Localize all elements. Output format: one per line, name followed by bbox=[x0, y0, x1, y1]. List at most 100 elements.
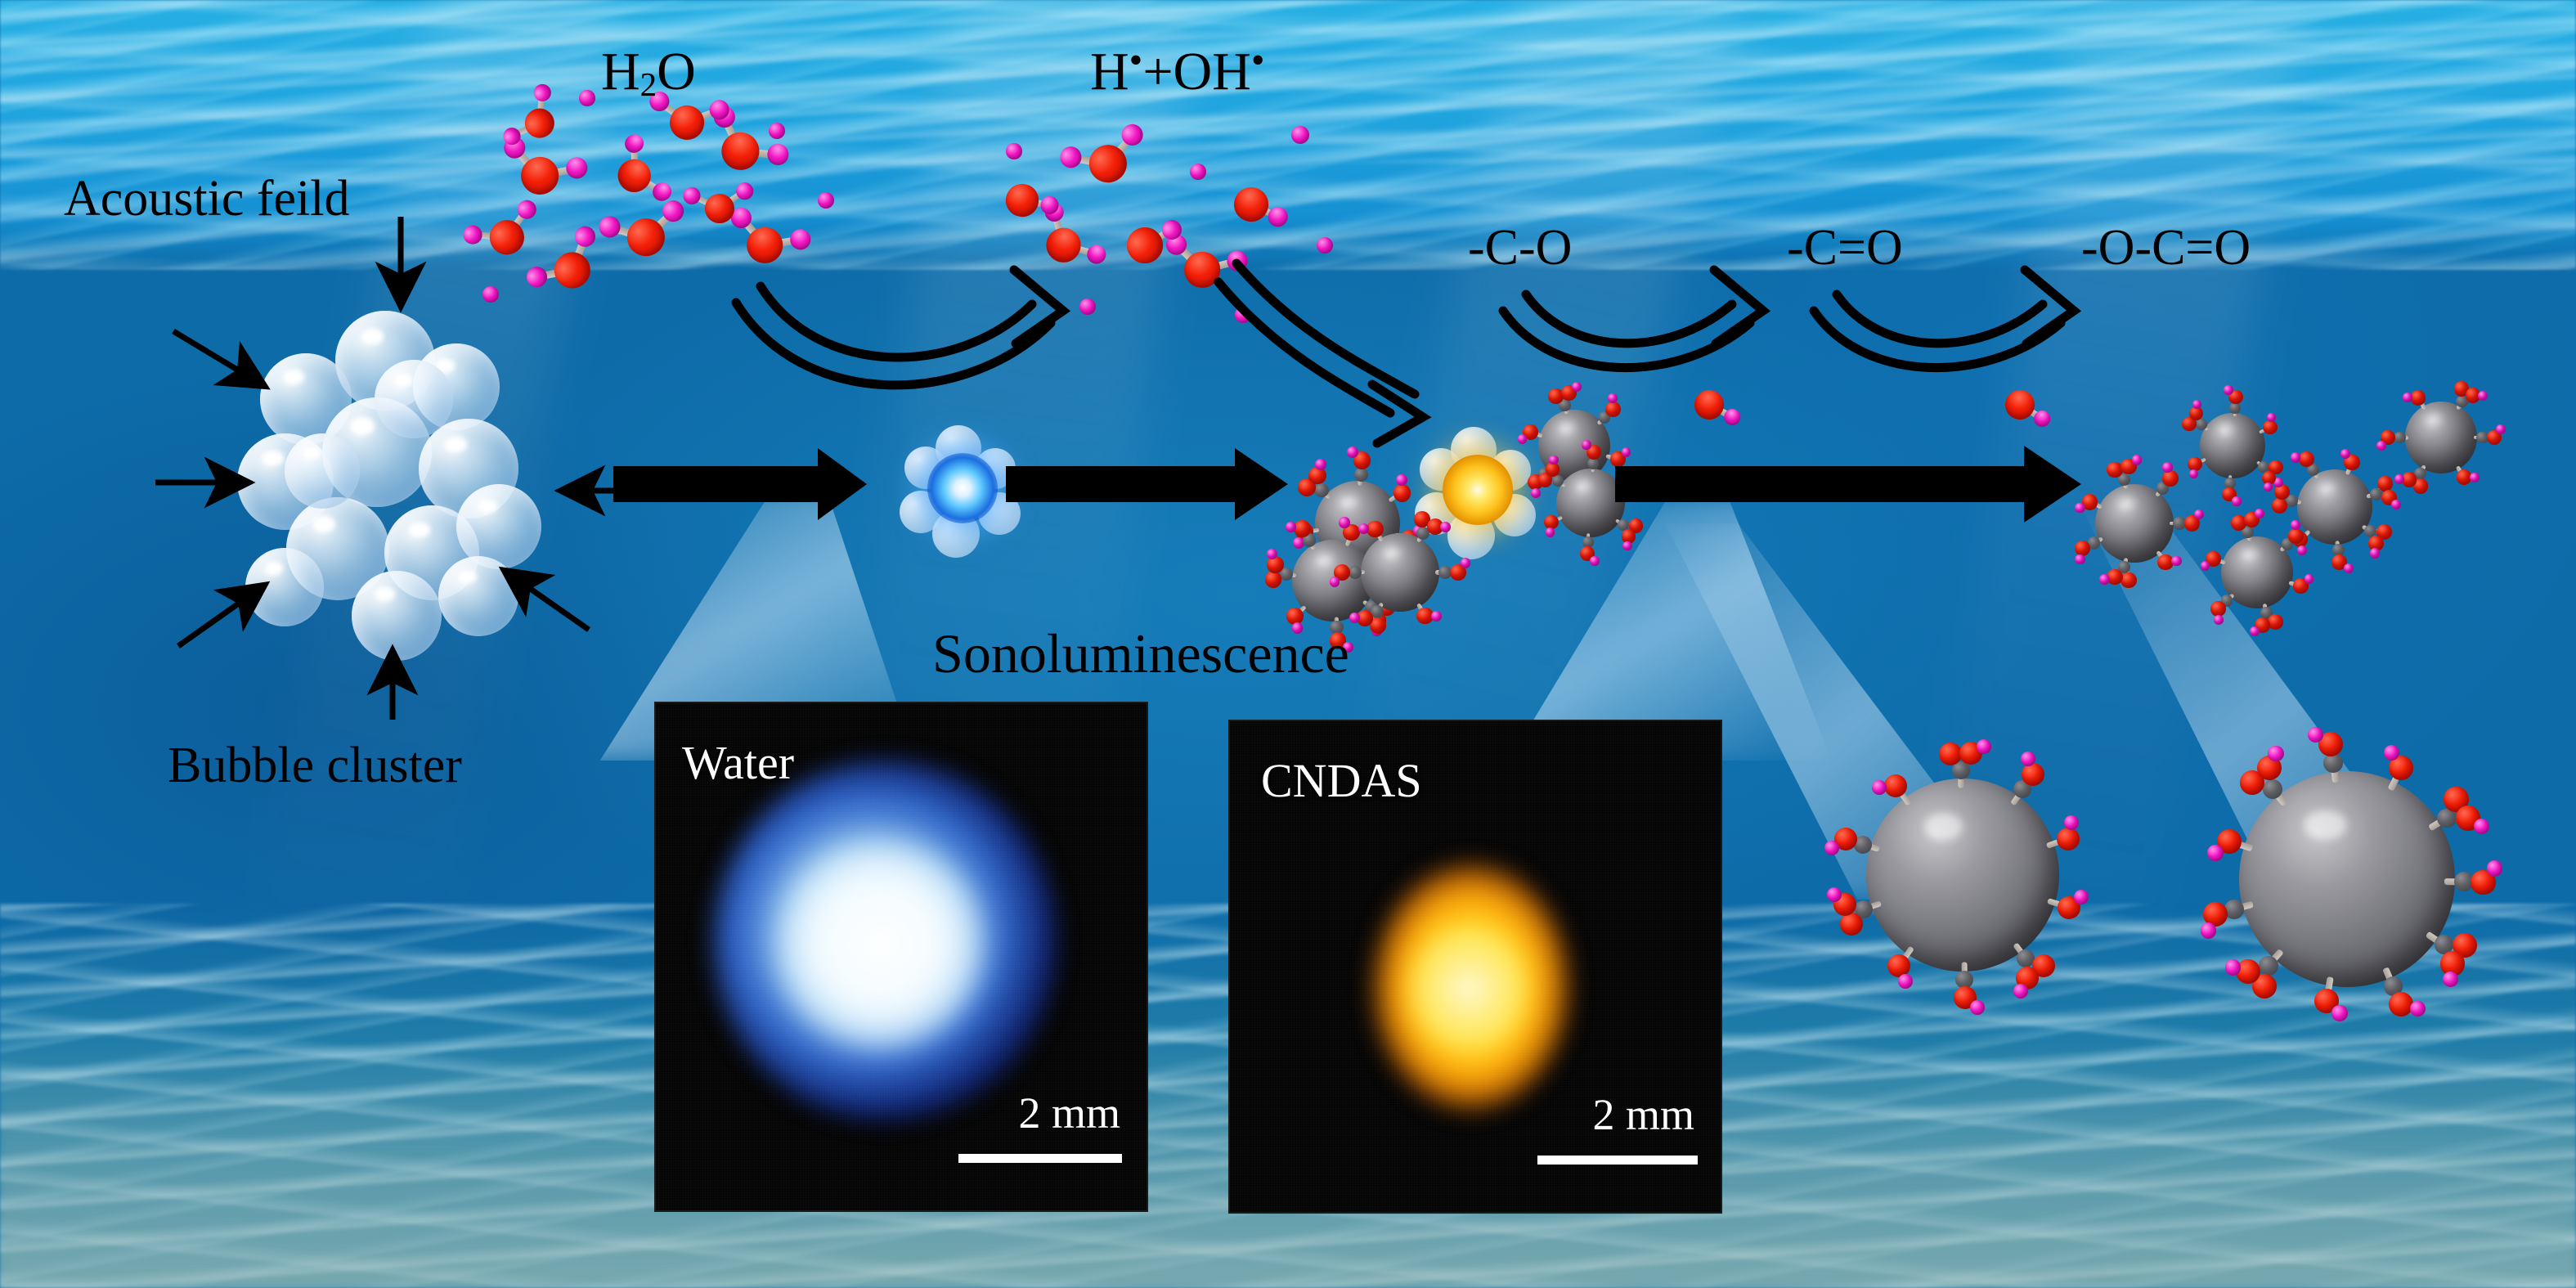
oxygen-atom bbox=[1264, 571, 1282, 589]
hydrogen-atom bbox=[1545, 527, 1555, 537]
carbon-atom bbox=[2013, 780, 2032, 799]
oxygen-atom bbox=[2344, 455, 2360, 471]
hydrogen-atom bbox=[2496, 424, 2506, 434]
carbon-atom bbox=[1314, 482, 1329, 497]
oxygen-atom bbox=[1537, 473, 1553, 488]
hydrogen-atom bbox=[2290, 520, 2300, 531]
carbon-nanodot-particle bbox=[2405, 402, 2477, 473]
carbon-atom bbox=[2087, 536, 2101, 550]
hydrogen-atom bbox=[1291, 622, 1304, 634]
hydrogen-atom bbox=[2263, 482, 2273, 492]
oxygen-atom bbox=[1545, 461, 1560, 477]
cndas-panel: CNDAS 2 mm bbox=[1228, 720, 1722, 1214]
water-panel-title: Water bbox=[682, 736, 795, 789]
carbon-atom bbox=[2434, 934, 2454, 954]
carbon-nanodot-particle bbox=[2239, 771, 2455, 987]
oxygen-atom bbox=[1353, 451, 1371, 470]
label-sonoluminescence: Sonoluminescence bbox=[932, 622, 1349, 684]
bubble-cluster-graphic bbox=[237, 311, 589, 662]
carbon-atom bbox=[1582, 536, 1594, 549]
oxygen-atom bbox=[2188, 406, 2204, 421]
cndas-panel-title: CNDAS bbox=[1261, 754, 1422, 807]
carbon-atom bbox=[2229, 402, 2242, 414]
water-panel-glow-core bbox=[779, 842, 983, 1047]
oxygen-atom bbox=[2269, 460, 2283, 475]
oxygen-atom bbox=[2231, 515, 2246, 531]
oxygen-atom bbox=[1286, 607, 1304, 625]
hydrogen-atom bbox=[2369, 548, 2381, 559]
hydrogen-atom bbox=[2214, 614, 2224, 625]
hydrogen-atom bbox=[1235, 307, 1251, 323]
hydrogen-atom bbox=[1517, 434, 1528, 445]
hydrogen-atom bbox=[1006, 143, 1022, 159]
oxygen-atom bbox=[2210, 601, 2226, 617]
hydrogen-atom bbox=[2021, 751, 2036, 766]
hydrogen-atom bbox=[768, 122, 786, 140]
oxygen-atom bbox=[2273, 484, 2290, 500]
carbon-atom bbox=[1353, 467, 1368, 482]
hydrogen-atom bbox=[2188, 469, 2199, 479]
hydrogen-atom bbox=[1329, 576, 1340, 587]
label-acoustic-field: Acoustic feild bbox=[64, 171, 350, 227]
carbon-atom bbox=[2286, 494, 2299, 507]
carbon-atom bbox=[2456, 395, 2468, 408]
carbon-atom bbox=[1302, 533, 1317, 547]
carbon-atom bbox=[2017, 949, 2035, 968]
carbon-nanodot-particle bbox=[2200, 413, 2265, 478]
hydrogen-atom bbox=[2331, 1005, 2348, 1021]
hydrogen-atom bbox=[2254, 509, 2264, 518]
hydrogen-atom bbox=[1314, 458, 1326, 470]
hydrogen-atom bbox=[2343, 563, 2354, 574]
water-molecule bbox=[596, 198, 687, 261]
oxygen-atom bbox=[2022, 763, 2045, 787]
carbon-atom bbox=[2263, 779, 2282, 799]
hydrogen-atom bbox=[1342, 642, 1353, 653]
hydrogen-atom bbox=[1395, 474, 1407, 487]
water-panel: Water 2 mm bbox=[654, 702, 1148, 1212]
hydrogen-atom bbox=[2250, 626, 2260, 636]
label-group-o-c-double-o: -O-C=O bbox=[2081, 220, 2251, 276]
carbon-atom bbox=[2173, 517, 2186, 530]
hydrogen-atom bbox=[1970, 1000, 1986, 1016]
hydrogen-atom bbox=[2296, 545, 2308, 556]
hydrogen-atom bbox=[1826, 886, 1842, 902]
hydrogen-atom bbox=[1440, 522, 1452, 533]
oxygen-atom bbox=[2120, 572, 2137, 589]
hydrogen-atom bbox=[1266, 549, 1277, 560]
carbon-atom bbox=[1951, 761, 1970, 780]
label-water-subscript: 2 bbox=[640, 66, 657, 104]
hydrogen-atom bbox=[1622, 541, 1632, 551]
hydrogen-atom bbox=[2075, 502, 2085, 514]
oxygen-atom bbox=[1416, 607, 1434, 624]
hydrogen-atom bbox=[1976, 738, 1991, 754]
sonoluminescing-bubble-blue bbox=[900, 425, 1030, 558]
oxygen-atom bbox=[1294, 520, 1312, 537]
hydrogen-atom bbox=[1431, 610, 1443, 622]
water-molecule bbox=[1039, 198, 1111, 270]
oxygen-atom bbox=[1297, 478, 1316, 496]
hydrogen-atom bbox=[1290, 125, 1310, 145]
oxygen-atom bbox=[1884, 774, 1908, 798]
carbon-atom bbox=[2383, 976, 2403, 997]
carbon-atom bbox=[1280, 567, 1294, 581]
oxygen-atom bbox=[2188, 456, 2202, 472]
hydrogen-atom bbox=[2443, 972, 2459, 988]
carbon-atom bbox=[1587, 457, 1600, 469]
carbon-atom bbox=[2436, 808, 2457, 828]
oxygen-atom bbox=[2056, 827, 2080, 850]
label-radical-h: H bbox=[1090, 42, 1129, 101]
sonoluminescing-bubble-gold bbox=[1415, 427, 1546, 559]
oxygen-atom bbox=[1393, 483, 1411, 502]
oxygen-atom bbox=[2263, 420, 2278, 435]
hydrogen-atom bbox=[2200, 922, 2217, 939]
oxygen-atom bbox=[2299, 451, 2315, 467]
carbon-atom bbox=[1551, 474, 1564, 487]
hydrogen-atom bbox=[2390, 499, 2401, 510]
carbon-atom bbox=[2118, 560, 2131, 574]
cndas-panel-scale-bar bbox=[1537, 1156, 1698, 1165]
hydrogen-atom bbox=[2200, 561, 2210, 572]
hydrogen-atom bbox=[2383, 744, 2400, 761]
hydrogen-atom bbox=[1571, 382, 1582, 392]
hydrogen-atom bbox=[2486, 860, 2503, 877]
